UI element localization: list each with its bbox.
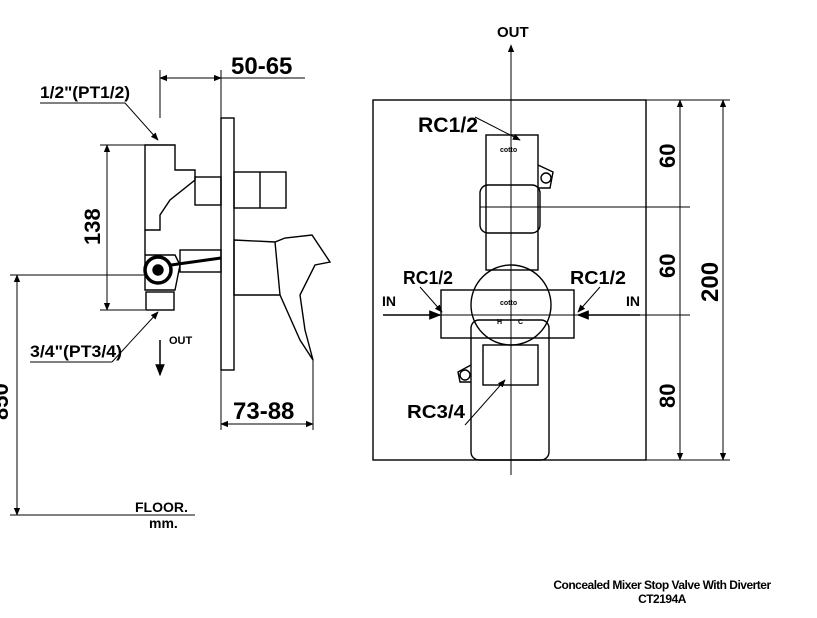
drawing-caption: Concealed Mixer Stop Valve With Diverter… — [517, 578, 807, 606]
front-out-label: OUT — [497, 24, 529, 41]
dim-depth-bottom: 73-88 — [233, 398, 294, 425]
mixer-handle — [233, 234, 332, 361]
side-view-dimensions — [10, 70, 314, 516]
product-title: Concealed Mixer Stop Valve With Diverter — [553, 578, 771, 592]
stop-stem — [194, 176, 222, 206]
cold-mark: C — [518, 319, 523, 326]
dim-lower-80: 80 — [655, 384, 680, 408]
floor-unit: mm. — [149, 515, 178, 531]
in-right-label: IN — [626, 293, 640, 309]
side-view-labels: 1/2"(PT1/2) 3/4"(PT3/4) OUT 50-65 73-88 … — [0, 53, 294, 531]
mixer-lever — [470, 319, 550, 461]
dim-middle-60: 60 — [655, 254, 680, 278]
side-out-label: OUT — [169, 335, 193, 347]
port-top-label: RC1/2 — [418, 114, 478, 137]
product-model: CT2194A — [638, 592, 686, 606]
front-view-labels: OUT IN IN RC1/2 RC1/2 RC1/2 RC3/4 60 60 … — [382, 24, 724, 422]
dim-upper-60: 60 — [655, 144, 680, 168]
brand-mark-stop: cotto — [500, 147, 517, 154]
body-lower-port — [145, 291, 175, 311]
side-view — [143, 117, 332, 371]
dim-depth-top: 50-65 — [231, 53, 292, 80]
in-left-label: IN — [382, 293, 396, 309]
front-view-dimensions — [383, 99, 730, 461]
wall-cover-plate — [220, 117, 235, 371]
outlet-union — [143, 255, 173, 285]
brand-mark-mixer: cotto — [500, 300, 517, 307]
dim-total-200: 200 — [697, 262, 724, 302]
dim-height-138: 138 — [80, 208, 105, 245]
inlet-size-label: 1/2"(PT1/2) — [40, 83, 130, 102]
valve-body-outline — [144, 144, 196, 231]
diverter-stem — [179, 249, 222, 273]
port-bottom-label: RC3/4 — [407, 402, 465, 422]
floor-label: FLOOR. — [135, 499, 188, 515]
stop-handle-square — [479, 184, 541, 234]
port-right-label: RC1/2 — [570, 268, 626, 288]
port-left-label: RC1/2 — [403, 268, 453, 288]
stop-valve-body — [485, 134, 539, 271]
dim-floor-850: 850 — [0, 383, 13, 420]
mixer-body — [440, 289, 575, 339]
outlet-size-label: 3/4"(PT3/4) — [30, 342, 122, 361]
hot-mark: H — [497, 319, 502, 326]
